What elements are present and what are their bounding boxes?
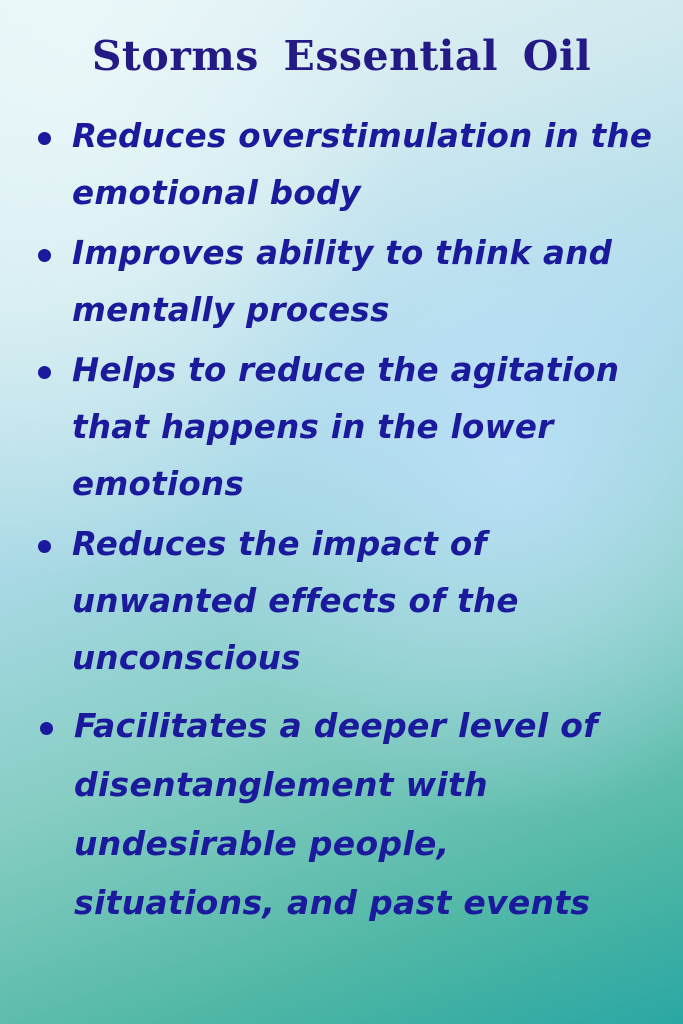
- benefit-text: Helps to reduce the agitation that happe…: [72, 351, 620, 503]
- benefit-item: Helps to reduce the agitation that happe…: [34, 342, 654, 513]
- benefit-item: Improves ability to think and mentally p…: [34, 225, 654, 339]
- benefit-item: Reduces the impact of unwanted effects o…: [34, 516, 654, 687]
- benefit-text: Facilitates a deeper level of disentangl…: [74, 706, 598, 922]
- bullet-icon: [40, 722, 53, 735]
- bullet-icon: [38, 132, 51, 145]
- bullet-icon: [38, 540, 51, 553]
- benefit-item: Facilitates a deeper level of disentangl…: [34, 696, 654, 932]
- bullet-icon: [38, 366, 51, 379]
- benefit-text: Improves ability to think and mentally p…: [72, 234, 613, 329]
- benefit-text: Reduces the impact of unwanted effects o…: [72, 525, 519, 677]
- page-title: Storms Essential Oil: [91, 32, 592, 80]
- bullet-icon: [38, 249, 51, 262]
- benefit-text: Reduces overstimulation in the emotional…: [72, 117, 653, 212]
- benefit-item: Reduces overstimulation in the emotional…: [34, 108, 654, 222]
